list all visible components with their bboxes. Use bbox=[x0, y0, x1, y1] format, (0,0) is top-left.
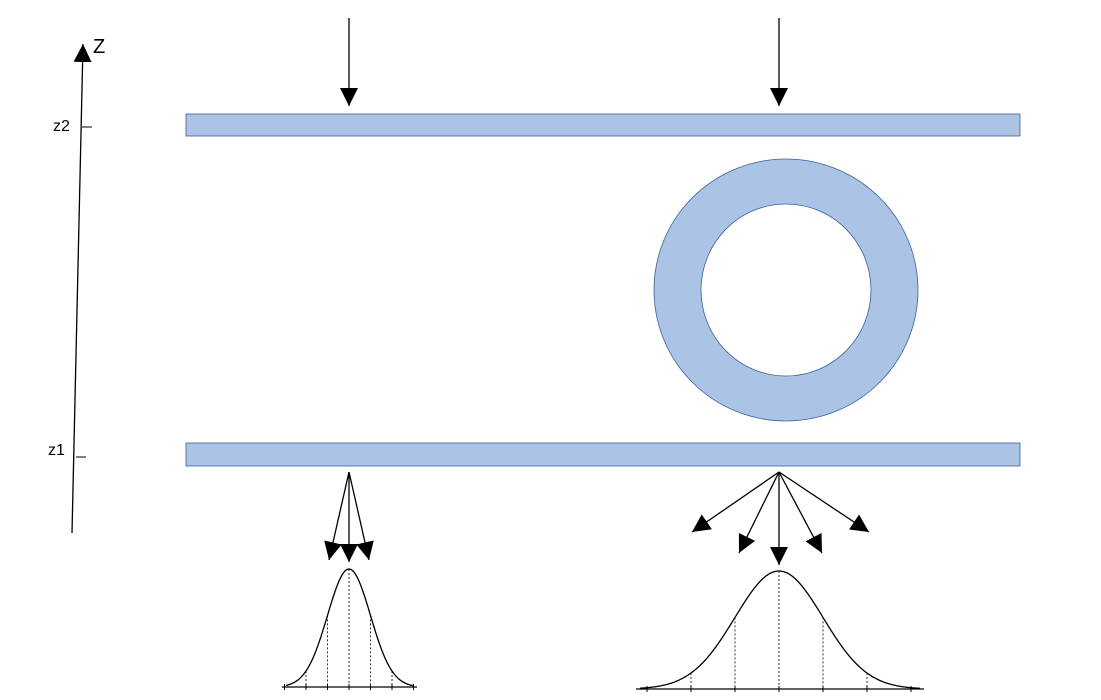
gaussian-narrow bbox=[282, 568, 417, 690]
right-arrow-5 bbox=[778, 471, 870, 533]
left-arrow-1 bbox=[324, 471, 350, 561]
right-outgoing-arrows bbox=[691, 471, 870, 565]
right-arrow-4 bbox=[778, 471, 823, 554]
z2-tick-label: z2 bbox=[53, 118, 70, 135]
right-arrow-1 bbox=[691, 471, 780, 533]
left-outgoing-arrows bbox=[324, 471, 374, 562]
top-plate bbox=[185, 113, 1021, 137]
z-axis-line bbox=[71, 43, 92, 534]
z-axis-title: Z bbox=[93, 36, 105, 58]
gaussian-wide bbox=[636, 570, 924, 692]
right-arrow-2 bbox=[738, 471, 780, 554]
gaussian-wide-curve bbox=[639, 570, 920, 689]
z-axis: Z z2 z1 bbox=[48, 36, 105, 534]
gaussian-narrow-curve bbox=[285, 568, 414, 687]
z1-tick-label: z1 bbox=[48, 442, 65, 459]
bottom-plate bbox=[185, 442, 1021, 467]
left-arrow-3 bbox=[348, 471, 374, 561]
ring bbox=[653, 158, 919, 422]
